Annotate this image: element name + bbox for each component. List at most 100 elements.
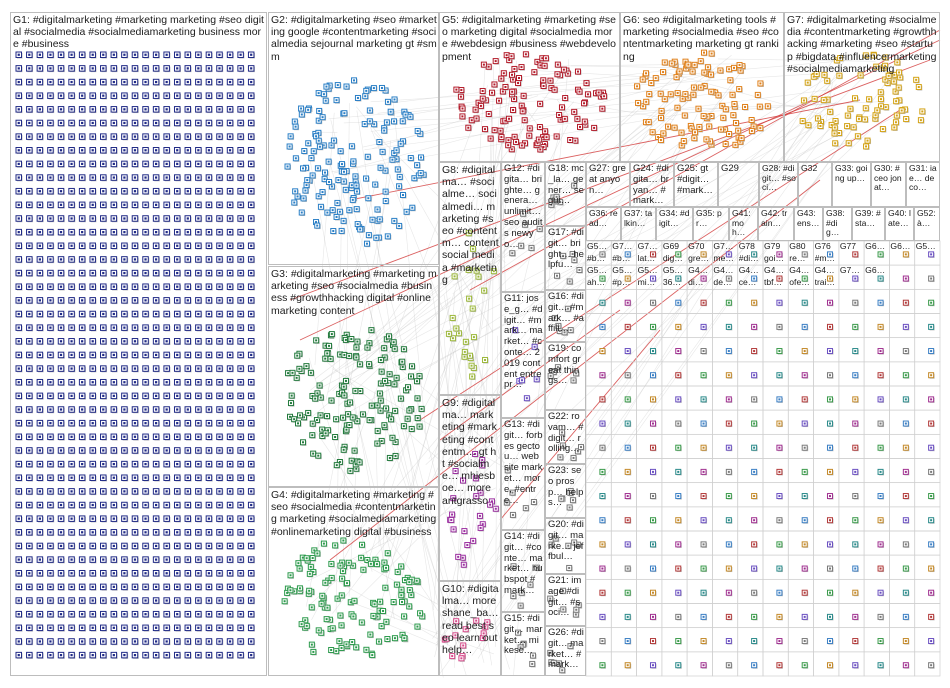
node-avatar <box>207 312 211 316</box>
node-avatar <box>123 285 126 288</box>
node-avatar <box>38 258 41 261</box>
node-avatar <box>123 367 126 370</box>
node-avatar <box>228 340 232 343</box>
node-avatar <box>59 53 63 56</box>
node-avatar <box>186 80 189 84</box>
node-avatar <box>186 517 189 520</box>
node-avatar <box>102 367 105 370</box>
node-avatar <box>112 149 115 152</box>
node-avatar <box>154 544 158 548</box>
node-avatar <box>49 490 52 493</box>
node-avatar <box>38 381 41 384</box>
node-avatar <box>197 285 200 288</box>
node-avatar <box>112 490 115 493</box>
node-avatar <box>133 490 137 493</box>
node-avatar <box>17 135 20 138</box>
node-avatar <box>154 517 158 520</box>
node-avatar <box>207 285 211 288</box>
node-avatar <box>144 271 147 275</box>
node-avatar <box>17 108 20 111</box>
node-avatar <box>176 449 179 452</box>
node-avatar <box>133 258 137 261</box>
node-avatar <box>207 462 211 466</box>
node-avatar <box>250 217 253 220</box>
edge <box>434 128 561 658</box>
node-avatar <box>102 203 105 206</box>
node-avatar <box>112 462 115 466</box>
node-avatar <box>165 121 168 125</box>
node-avatar <box>228 449 232 452</box>
node-avatar <box>70 271 73 275</box>
node-avatar <box>28 394 31 397</box>
node-avatar <box>239 381 242 384</box>
node-avatar <box>81 121 84 125</box>
node-avatar <box>239 408 242 411</box>
node-avatar <box>81 408 84 411</box>
node-avatar <box>133 381 137 384</box>
node-avatar <box>102 121 105 125</box>
node-avatar <box>186 67 189 70</box>
edge <box>553 63 738 67</box>
node-avatar <box>70 258 73 261</box>
node-avatar <box>228 572 232 575</box>
node-avatar <box>207 258 211 261</box>
node-avatar <box>154 353 158 357</box>
node-avatar <box>102 149 105 152</box>
node-avatar <box>91 408 94 411</box>
node-avatar <box>59 231 63 234</box>
node-avatar <box>91 162 94 166</box>
node-avatar <box>38 162 41 166</box>
node-avatar <box>197 340 200 343</box>
node-avatar <box>59 585 63 588</box>
node-avatar <box>38 558 41 561</box>
node-avatar <box>239 476 242 479</box>
node-avatar <box>123 94 126 97</box>
node-avatar <box>218 340 221 343</box>
node-avatar <box>59 108 63 111</box>
node-avatar <box>91 490 94 493</box>
node-avatar <box>154 203 158 206</box>
node-avatar <box>70 80 73 84</box>
node-avatar <box>197 121 200 125</box>
node-avatar <box>38 462 41 466</box>
node-avatar <box>207 217 211 220</box>
node-avatar <box>17 203 20 206</box>
node-avatar <box>176 490 179 493</box>
node-avatar <box>70 367 73 370</box>
edge <box>356 110 444 678</box>
node-avatar <box>123 121 126 125</box>
node-avatar <box>186 217 189 220</box>
edge <box>443 294 482 478</box>
node-avatar <box>186 176 189 179</box>
node-avatar <box>207 94 211 97</box>
node-avatar <box>197 94 200 97</box>
node-avatar <box>102 462 105 466</box>
node-avatar <box>133 271 137 275</box>
node-avatar <box>154 394 158 397</box>
node-avatar <box>218 531 221 534</box>
node-avatar <box>28 258 31 261</box>
node-avatar <box>49 531 52 534</box>
node-avatar <box>81 80 84 84</box>
node-avatar <box>133 572 137 575</box>
node-avatar <box>102 544 105 548</box>
node-avatar <box>207 558 211 561</box>
node-avatar <box>49 162 52 166</box>
node-avatar <box>49 381 52 384</box>
node-avatar <box>228 517 232 520</box>
node-avatar <box>218 367 221 370</box>
node-avatar <box>17 190 20 193</box>
node-avatar <box>154 572 158 575</box>
node-avatar <box>38 176 41 179</box>
node-avatar <box>59 162 63 166</box>
node-avatar <box>91 190 94 193</box>
node-avatar <box>165 544 168 548</box>
node-avatar <box>28 299 31 302</box>
node-avatar <box>49 408 52 411</box>
node-avatar <box>28 572 31 575</box>
node-avatar <box>239 162 242 166</box>
edge <box>382 364 388 562</box>
node-avatar <box>133 367 137 370</box>
node-avatar <box>165 394 168 397</box>
node-avatar <box>207 53 211 56</box>
